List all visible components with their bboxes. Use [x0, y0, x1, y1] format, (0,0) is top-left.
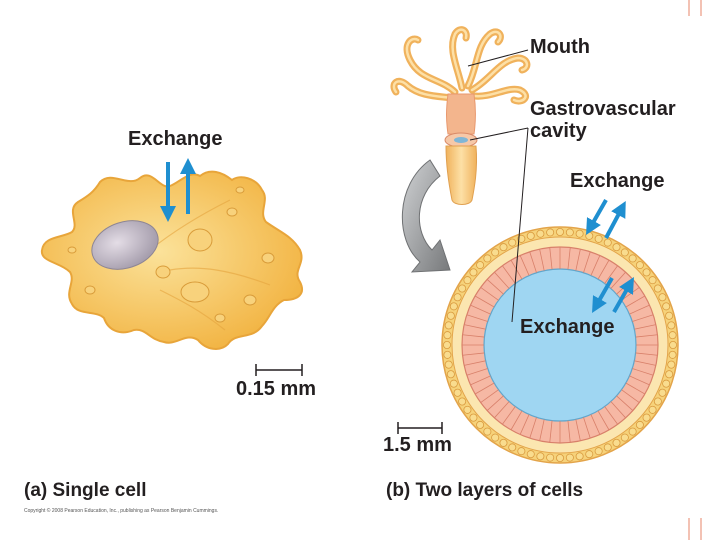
- caption-a: (a) Single cell: [24, 480, 147, 501]
- hydra-illustration: [390, 26, 531, 205]
- hydra-cross-section-illustration: [441, 226, 679, 464]
- scale-bar-hydra: [397, 422, 443, 434]
- scale-label-single: 0.15 mm: [236, 378, 317, 400]
- curved-arrow: [401, 159, 451, 273]
- exchange-arrows-inner: [592, 277, 634, 313]
- gastrovascular-label: Gastrovascular: [530, 98, 676, 120]
- exchange-label-outer: Exchange: [570, 170, 665, 192]
- cavity-label: cavity: [530, 120, 587, 142]
- exchange-label-inner: Exchange: [520, 316, 615, 338]
- mouth-label: Mouth: [530, 36, 590, 58]
- leader-lines: [467, 49, 529, 323]
- amoeba-cell-illustration: [40, 170, 303, 350]
- frame-rail-bottom: [688, 518, 702, 540]
- scale-bar-single: [255, 364, 303, 376]
- copyright-text: Copyright © 2008 Pearson Education, Inc.…: [24, 508, 219, 514]
- exchange-label-single: Exchange: [128, 128, 223, 150]
- scale-label-hydra: 1.5 mm: [383, 434, 452, 456]
- frame-rail-top: [688, 0, 702, 16]
- exchange-arrows-outer: [586, 199, 626, 239]
- exchange-arrows-single: [160, 158, 196, 222]
- caption-b: (b) Two layers of cells: [386, 480, 584, 501]
